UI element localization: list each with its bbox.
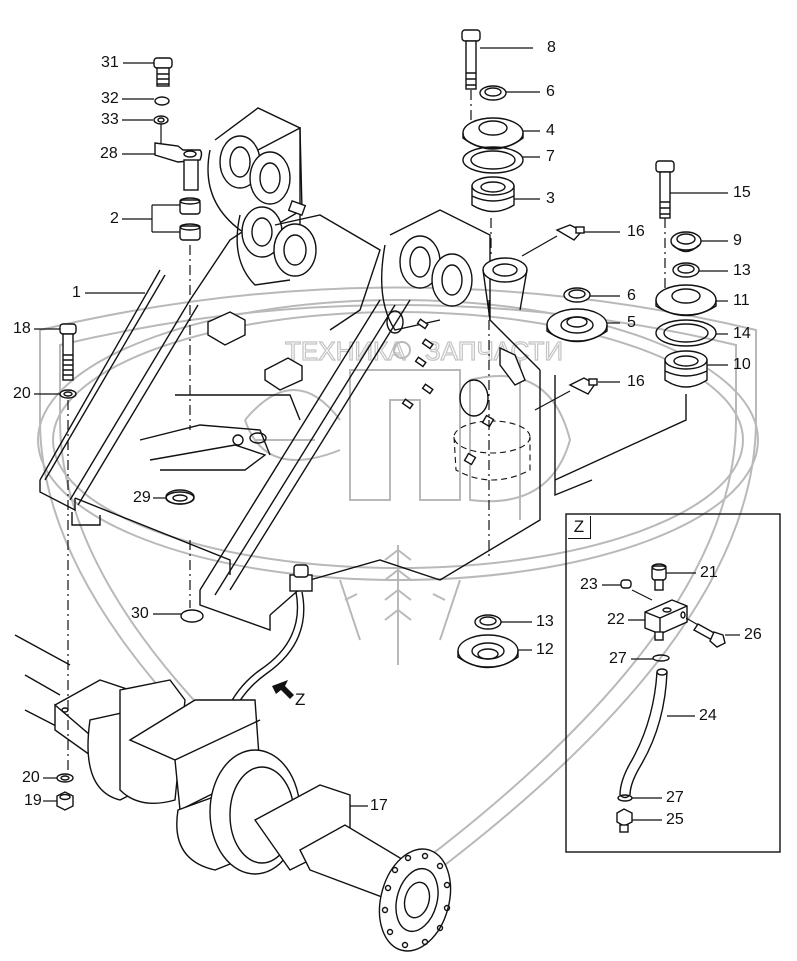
- part-10-bearing: [664, 350, 708, 388]
- part-12-flange: [457, 634, 519, 669]
- callout-18: 18: [13, 320, 31, 337]
- callout-25: 25: [666, 811, 684, 828]
- watermark-text-right: ЗАПЧАСТИ: [425, 336, 563, 366]
- callout-13-lower: 13: [536, 613, 554, 630]
- callout-12: 12: [536, 641, 554, 658]
- callout-3: 3: [546, 190, 555, 207]
- callout-19: 19: [24, 792, 42, 809]
- callout-5: 5: [627, 314, 636, 331]
- frame-brackets: [207, 311, 526, 391]
- part-7-gasket: [462, 146, 524, 174]
- view-arrow-label: Z: [295, 690, 306, 709]
- part-29-washer: [165, 489, 195, 505]
- callout-27-upper: 27: [609, 650, 627, 667]
- part-13-seal-bottom: [474, 614, 502, 630]
- callout-26: 26: [744, 626, 762, 643]
- callout-9: 9: [733, 232, 742, 249]
- callout-22: 22: [607, 611, 625, 628]
- callout-8: 8: [547, 39, 556, 56]
- part-8-bolt: [461, 29, 481, 90]
- callout-20-upper: 20: [13, 385, 31, 402]
- part-22-block: [644, 599, 688, 641]
- part-20-washer-bottom: [56, 773, 74, 783]
- part-14-gasket: [655, 319, 717, 347]
- part-3-bearing: [471, 176, 515, 213]
- part-4-flange: [462, 117, 524, 150]
- callout-16-upper: 16: [627, 223, 645, 240]
- axle-assembly: [14, 634, 452, 952]
- part-28-pin-plate: [154, 142, 203, 191]
- part-16-grease-fitting-lower: [534, 377, 598, 411]
- part-26-bolt: [685, 617, 726, 648]
- pivot-housing: [453, 257, 593, 497]
- callout-2: 2: [110, 210, 119, 227]
- part-16-grease-fitting-top: [521, 224, 585, 257]
- leader-lines: [34, 47, 740, 821]
- frame-front-lugs: [381, 209, 491, 334]
- callout-30: 30: [131, 605, 149, 622]
- callout-13-upper: 13: [733, 262, 751, 279]
- axle-flange-bolt-holes: [381, 852, 451, 949]
- part-2-bushings: [179, 197, 201, 241]
- part-24-hose: [619, 668, 668, 799]
- callout-24: 24: [699, 707, 717, 724]
- part-5-flange: [546, 308, 608, 343]
- callout-6-middle: 6: [627, 287, 636, 304]
- callout-10: 10: [733, 356, 751, 373]
- part-18-bolt: [59, 323, 77, 381]
- callout-33: 33: [101, 111, 119, 128]
- watermark-wheat: [339, 545, 461, 665]
- part-9-cap: [670, 231, 702, 253]
- callout-20-lower: 20: [22, 769, 40, 786]
- watermark-shield: ТЕХНИКА ЗАПЧАСТИ: [37, 286, 759, 902]
- part-25-fitting: [616, 808, 633, 833]
- part-19-nut: [56, 791, 74, 811]
- callout-4: 4: [546, 122, 555, 139]
- callout-7: 7: [546, 148, 555, 165]
- part-6-seal-middle: [563, 287, 591, 303]
- part-32-lockwasher: [154, 96, 170, 106]
- part-23-plug: [620, 579, 632, 589]
- callout-15: 15: [733, 184, 751, 201]
- beam-studs: [401, 318, 434, 410]
- part-27-oring-top: [652, 654, 670, 662]
- callout-21: 21: [700, 564, 718, 581]
- callout-28: 28: [100, 145, 118, 162]
- callout-23: 23: [580, 576, 598, 593]
- callout-17: 17: [370, 797, 388, 814]
- part-33-washer: [153, 115, 169, 125]
- callout-11: 11: [733, 292, 750, 309]
- detail-z-box: [565, 513, 781, 853]
- callout-29: 29: [133, 489, 151, 506]
- part-15-bolt: [655, 160, 675, 219]
- detail-view-label: Z: [568, 516, 591, 539]
- part-21-fitting: [651, 563, 667, 591]
- callout-1: 1: [72, 284, 81, 301]
- view-arrow-icon: [272, 680, 294, 699]
- part-20-washer-top: [59, 389, 77, 399]
- callout-27-lower: 27: [666, 789, 684, 806]
- callout-14: 14: [733, 325, 751, 342]
- part-13-seal-top: [672, 262, 700, 278]
- callout-32: 32: [101, 90, 119, 107]
- callout-6-upper: 6: [546, 83, 555, 100]
- watermark-text-left: ТЕХНИКА: [285, 336, 406, 366]
- frame-left-rails: [39, 219, 261, 575]
- part-11-flange: [655, 284, 717, 317]
- part-30-snapring: [180, 540, 204, 623]
- part-31-bolt: [153, 57, 173, 87]
- callout-31: 31: [101, 54, 119, 71]
- watermark-gear-icon: [393, 341, 411, 359]
- callout-16-lower: 16: [627, 373, 645, 390]
- frame-upper-lugs: [207, 107, 381, 331]
- part-6-seal-top: [479, 85, 507, 101]
